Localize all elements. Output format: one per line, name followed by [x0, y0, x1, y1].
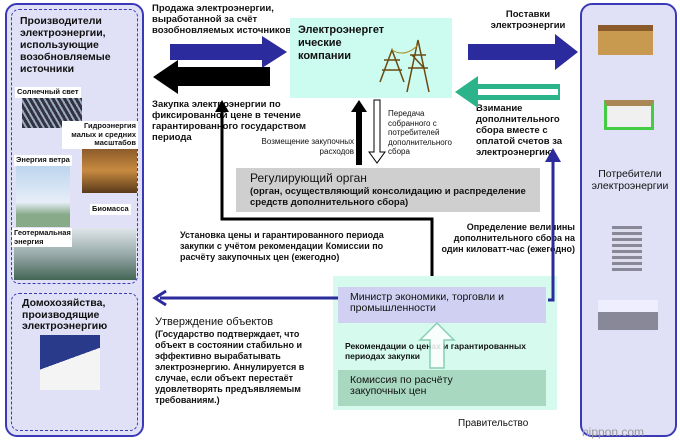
- transfer-arrow: [368, 99, 386, 164]
- solar-house-icon: [40, 335, 100, 390]
- approval-title: Утверждение объектов: [155, 316, 274, 328]
- purchase-arrow: [153, 60, 270, 94]
- households-title: Домохозяйства, производящие электроэнерг…: [22, 297, 108, 332]
- producers-title: Производители электроэнергии, использующ…: [20, 15, 111, 75]
- consumers-panel: [580, 3, 677, 437]
- commission-box: [338, 370, 546, 406]
- commission-label: Комиссия по расчёту закупочных цен: [350, 374, 453, 397]
- supply-label: Поставки электроэнергии: [490, 9, 566, 31]
- source-geothermal: Геотермальная энергия: [12, 228, 72, 247]
- surcharge-collection-label: Взимание дополнительного сбора вместе с …: [476, 103, 563, 158]
- government-label: Правительство: [458, 418, 529, 429]
- house-icon-1: [598, 25, 653, 55]
- supply-arrow: [468, 34, 578, 70]
- households-box: [11, 293, 138, 431]
- utilities-title: Электроэнергет ические компании: [298, 24, 385, 62]
- sale-arrow: [170, 36, 287, 68]
- building-icon: [612, 226, 642, 271]
- factory-icon: [598, 300, 658, 330]
- watermark: nippon.com: [582, 425, 645, 439]
- recommendation-label: Рекомендации о ценах и гарантированных п…: [345, 341, 526, 361]
- minister-label: Министр экономики, торговли и промышленн…: [350, 291, 504, 314]
- price-setting-label: Установка цены и гарантированного период…: [180, 230, 384, 262]
- consumers-title: Потребители электроэнергии: [591, 168, 669, 192]
- minister-box: [338, 287, 546, 323]
- hydro-photo: [82, 148, 137, 193]
- source-hydro: Гидроэнергия малых и средних масштабов: [62, 121, 138, 149]
- surcharge-rate-label: Определение величины дополнительного сбо…: [441, 222, 575, 254]
- wind-photo: [16, 165, 70, 227]
- regulator-subtitle: (орган, осуществляющий консолидацию и ра…: [250, 186, 526, 208]
- house-icon-2: [604, 100, 654, 130]
- approval-body: (Государство подтверждает, что объект в …: [155, 329, 305, 405]
- source-wind: Энергия ветра: [14, 155, 72, 166]
- reimbursement-label: Возмещение закупочных расходов: [261, 137, 354, 156]
- source-solar: Солнечный свет: [15, 87, 81, 98]
- regulator-title: Регулирующий орган: [250, 171, 367, 185]
- sale-label: Продажа электроэнергии, выработанной за …: [152, 3, 292, 36]
- source-biomass: Биомасса: [90, 204, 131, 215]
- transfer-label: Передача собранного с потребителей допол…: [388, 109, 452, 156]
